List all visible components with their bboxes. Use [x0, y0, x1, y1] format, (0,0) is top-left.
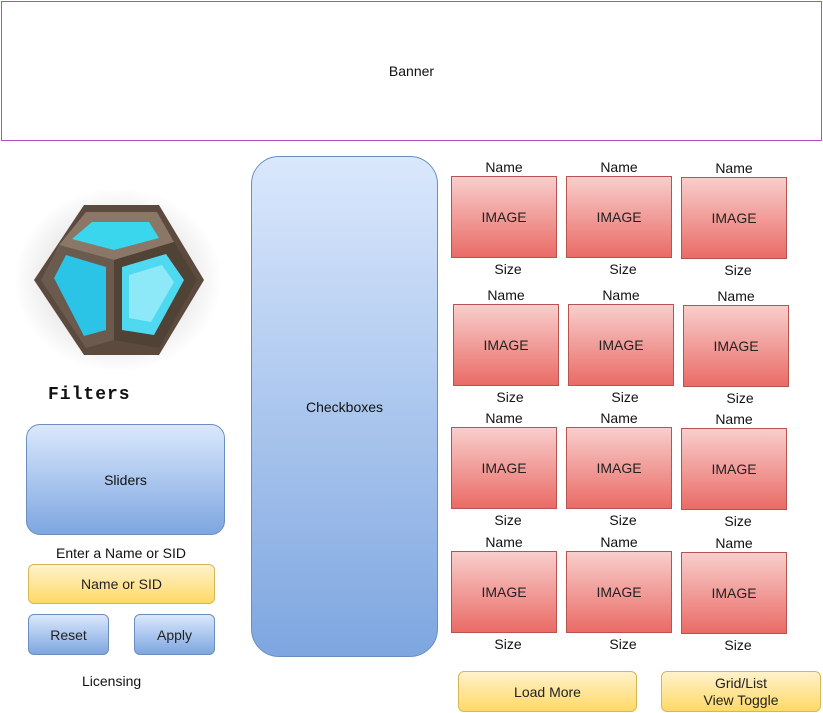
card-image-label: IMAGE [713, 338, 759, 354]
card-image[interactable]: IMAGE [451, 176, 557, 258]
card-name: Name [717, 288, 755, 304]
card-image[interactable]: IMAGE [566, 176, 672, 258]
apply-button[interactable]: Apply [134, 614, 215, 655]
card-size: Size [724, 262, 752, 278]
card-size: Size [724, 513, 752, 529]
sliders-panel[interactable]: Sliders [26, 424, 225, 535]
card-size: Size [724, 637, 752, 653]
card-image-label: IMAGE [481, 584, 527, 600]
card-image-label: IMAGE [596, 209, 642, 225]
card-image-label: IMAGE [596, 460, 642, 476]
banner: Banner [1, 1, 822, 141]
card-image[interactable]: IMAGE [566, 427, 672, 509]
card-image-label: IMAGE [483, 337, 529, 353]
toggle-label-line1: Grid/List [714, 674, 768, 691]
card-image[interactable]: IMAGE [683, 305, 789, 387]
checkboxes-label: Checkboxes [305, 398, 384, 415]
card-image-label: IMAGE [598, 337, 644, 353]
card-image-label: IMAGE [481, 460, 527, 476]
card-image[interactable]: IMAGE [451, 427, 557, 509]
card-name: Name [600, 534, 638, 550]
load-more-button[interactable]: Load More [458, 671, 637, 712]
sliders-label: Sliders [104, 471, 147, 488]
card-size: Size [609, 636, 637, 652]
apply-label: Apply [156, 626, 193, 643]
name-or-sid-input[interactable]: Name or SID [28, 564, 215, 604]
reset-button[interactable]: Reset [28, 614, 109, 655]
filters-title: Filters [48, 385, 131, 405]
card-image[interactable]: IMAGE [681, 177, 787, 259]
card-size: Size [496, 389, 524, 405]
banner-label: Banner [388, 63, 435, 79]
checkboxes-panel[interactable]: Checkboxes [251, 156, 438, 657]
card-size: Size [494, 261, 522, 277]
card-name: Name [485, 534, 523, 550]
load-more-label: Load More [514, 683, 581, 700]
toggle-label-line2: View Toggle [703, 691, 779, 708]
card-image-label: IMAGE [711, 210, 757, 226]
card-name: Name [602, 287, 640, 303]
card-image-label: IMAGE [596, 584, 642, 600]
card-image-label: IMAGE [711, 461, 757, 477]
card-size: Size [611, 389, 639, 405]
name-or-sid-label: Name or SID [81, 576, 162, 592]
card-image[interactable]: IMAGE [453, 304, 559, 386]
card-name: Name [487, 287, 525, 303]
card-size: Size [494, 636, 522, 652]
card-image[interactable]: IMAGE [451, 551, 557, 633]
card-name: Name [715, 411, 753, 427]
licensing-link[interactable]: Licensing [82, 673, 142, 689]
card-size: Size [726, 390, 754, 406]
card-name: Name [485, 159, 523, 175]
card-name: Name [600, 410, 638, 426]
card-image[interactable]: IMAGE [568, 304, 674, 386]
card-size: Size [609, 261, 637, 277]
card-name: Name [715, 535, 753, 551]
card-size: Size [494, 512, 522, 528]
grid-list-view-toggle-button[interactable]: Grid/List View Toggle [661, 671, 821, 712]
card-size: Size [609, 512, 637, 528]
card-image-label: IMAGE [481, 209, 527, 225]
name-prompt: Enter a Name or SID [56, 545, 186, 561]
cube-logo-icon [14, 188, 224, 372]
card-name: Name [485, 410, 523, 426]
card-image-label: IMAGE [711, 585, 757, 601]
card-image[interactable]: IMAGE [566, 551, 672, 633]
card-name: Name [600, 159, 638, 175]
card-image[interactable]: IMAGE [681, 552, 787, 634]
reset-label: Reset [50, 626, 87, 643]
card-image[interactable]: IMAGE [681, 428, 787, 510]
card-name: Name [715, 160, 753, 176]
